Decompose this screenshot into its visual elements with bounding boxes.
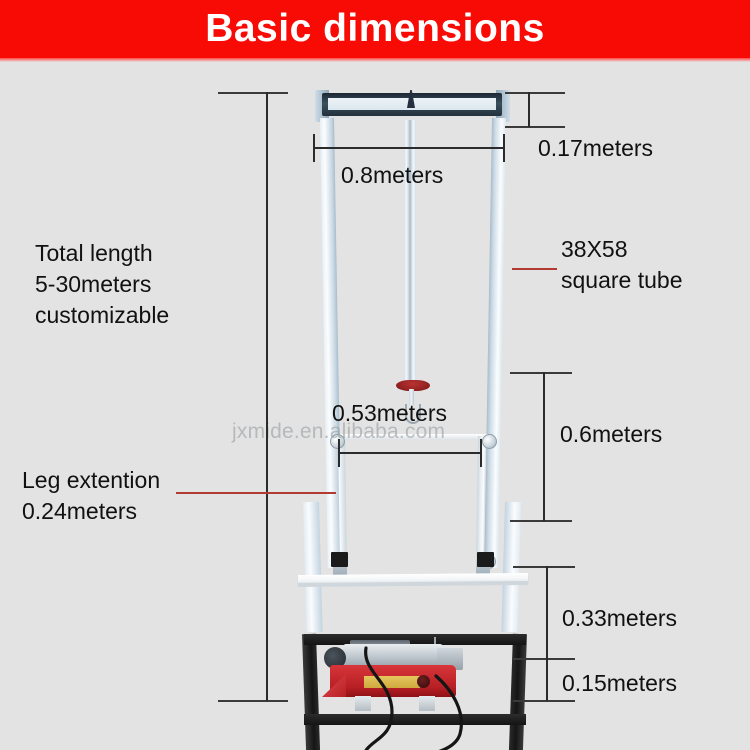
- label-tube-spec-line1: 38X58: [561, 236, 628, 262]
- winch-cable-port: [417, 675, 430, 688]
- label-total-length-line2: 5-30meters: [35, 270, 152, 297]
- carriage-roller-top-right: [482, 434, 497, 449]
- hoist-rope: [409, 120, 411, 382]
- red-pulley: [396, 380, 430, 391]
- winch-drum: [437, 648, 463, 670]
- label-tube-spec: 38X58 square tube: [561, 234, 682, 296]
- mast-right: [484, 117, 506, 569]
- guide-rail-right: [411, 120, 416, 380]
- ext-line-total-top: [218, 92, 288, 94]
- leg-extension-clamp-right: [477, 552, 494, 567]
- tick-carriage-width-left: [338, 439, 340, 467]
- ext-line-015-bottom: [513, 700, 575, 702]
- label-total-length-line3: customizable: [35, 301, 170, 328]
- label-leg-extension: Leg extention 0.24meters: [22, 465, 160, 527]
- label-total-length-line1: Total length: [35, 240, 153, 266]
- label-carriage-width: 0.53meters: [332, 400, 448, 426]
- leader-line-leg-extension: [176, 492, 336, 494]
- banner-fade-divider: [0, 58, 750, 62]
- label-base-height: 0.33meters: [562, 604, 678, 631]
- leader-line-tube-spec: [512, 268, 557, 270]
- dimline-total-length: [266, 92, 268, 701]
- ext-line-033-top: [513, 566, 575, 568]
- label-foot-height: 0.15meters: [562, 669, 678, 696]
- base-rail-top: [304, 634, 526, 645]
- ext-line-06-bottom: [510, 520, 572, 522]
- watermark: jxmide.en.alibaba.com: [232, 420, 446, 443]
- lifting-hook: [405, 404, 421, 424]
- dimline-foot-height: [546, 658, 548, 701]
- dimline-top-height: [528, 92, 530, 127]
- motor-end-cap: [324, 647, 346, 669]
- guide-rail-left: [404, 120, 409, 380]
- ext-line-015-top: [513, 658, 575, 660]
- tick-top-width-right: [503, 134, 505, 162]
- tick-top-width-left: [313, 134, 315, 162]
- product-illustration: jxmide.en.alibaba.com 0.17meters 0.8mete…: [0, 62, 750, 750]
- base-rail-bottom: [304, 714, 526, 725]
- label-total-length: Total length 5-30meters customizable: [35, 238, 169, 330]
- pulley-stem: [409, 389, 414, 405]
- page-title: Basic dimensions: [205, 6, 545, 50]
- label-top-width: 0.8meters: [341, 162, 444, 188]
- label-leg-extension-line1: Leg extention: [22, 467, 161, 493]
- ext-line-017-bottom: [505, 126, 565, 128]
- dimline-base-height: [546, 566, 548, 658]
- label-tube-spec-line2: square tube: [561, 266, 683, 293]
- mast-left-lower: [303, 501, 323, 633]
- label-carriage-height: 0.6meters: [560, 420, 663, 447]
- label-leg-extension-line2: 0.24meters: [22, 497, 138, 524]
- ext-line-total-bottom: [218, 700, 288, 702]
- ext-line-06-top: [510, 372, 572, 374]
- product-photo: jxmide.en.alibaba.com 0.17meters 0.8mete…: [0, 62, 750, 750]
- leg-extension-clamp-left: [331, 552, 348, 567]
- carriage-top-bar: [336, 434, 488, 439]
- dimline-carriage-height: [543, 372, 545, 521]
- top-pulley-bracket: [407, 90, 415, 108]
- platform-deck-edge: [297, 580, 529, 588]
- control-cable: [300, 642, 540, 750]
- winch-mount-foot-right: [419, 696, 435, 711]
- label-top-height: 0.17meters: [538, 134, 654, 161]
- title-banner: Basic dimensions: [0, 0, 750, 58]
- dimline-top-width: [313, 147, 505, 149]
- winch-mount-foot-left: [355, 696, 371, 711]
- dimline-carriage-width: [338, 452, 482, 454]
- ext-line-017-top: [505, 92, 565, 94]
- tick-carriage-width-right: [480, 439, 482, 467]
- carriage-roller-top-left: [330, 434, 345, 449]
